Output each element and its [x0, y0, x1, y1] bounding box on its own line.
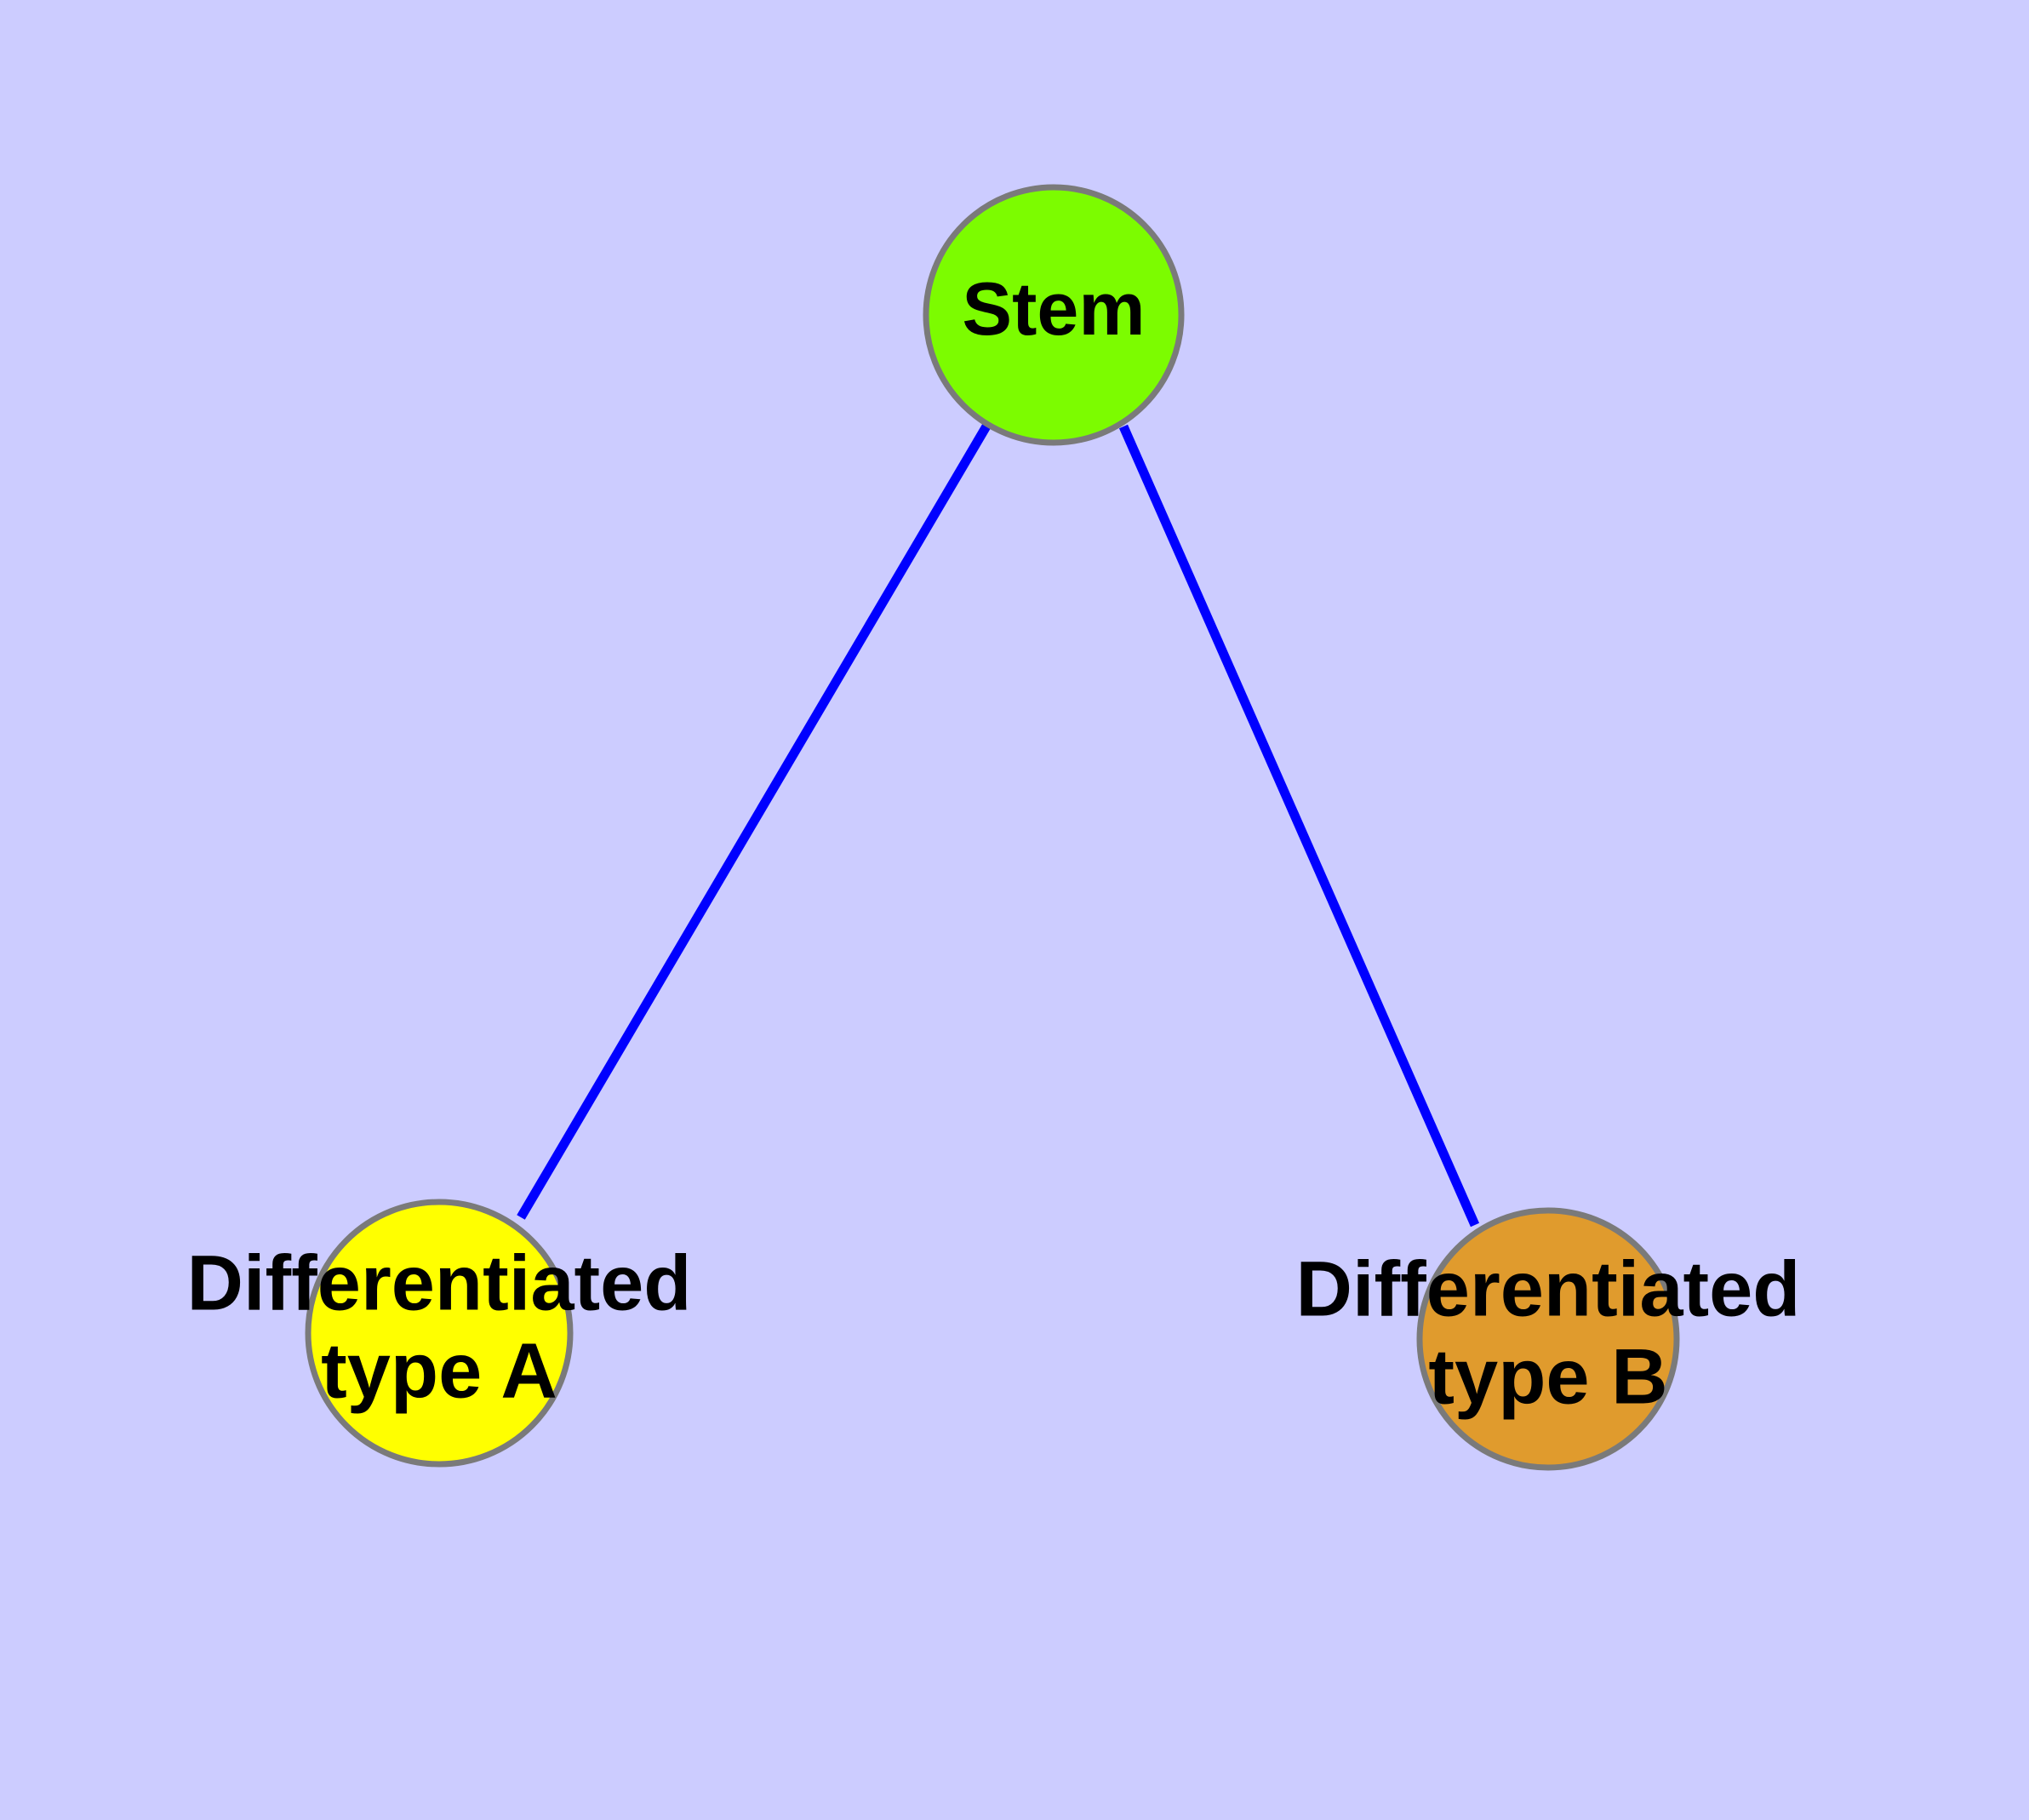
node-label-line: Stem	[962, 266, 1145, 351]
edge-stem-to-differentiated-type-b[interactable]	[1118, 424, 1480, 1228]
node-label-line: type B	[1428, 1334, 1667, 1421]
edge-stem-to-differentiated-type-a[interactable]	[517, 422, 992, 1220]
node-stem[interactable]	[923, 184, 1185, 446]
node-layer	[305, 184, 1680, 1471]
node-label-line: Differentiated	[1296, 1246, 1801, 1333]
edge-layer	[517, 422, 1480, 1228]
node-label-stem: Stem	[962, 266, 1145, 351]
node-differentiated-type-b[interactable]	[1416, 1207, 1680, 1471]
node-differentiated-type-a[interactable]	[305, 1199, 574, 1468]
node-label-line: Differentiated	[187, 1240, 692, 1327]
node-label-line: type A	[321, 1328, 557, 1415]
